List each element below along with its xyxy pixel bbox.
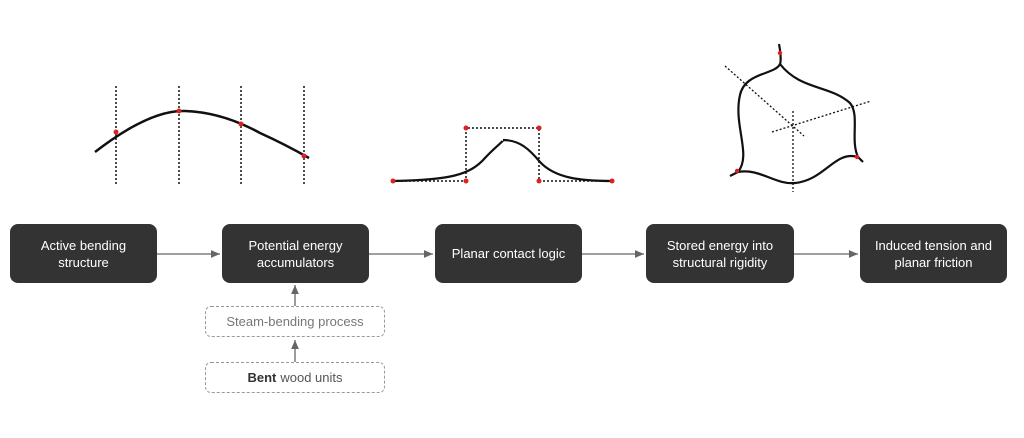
input-label: wood units [280, 370, 343, 385]
node-label: Planar contact logic [451, 246, 566, 261]
node-planar-contact-logic: Planar contact logic [435, 224, 582, 283]
input-steam-bending-process: Steam-bending process [205, 306, 385, 337]
node-label: Active bending structure [40, 237, 127, 270]
node-label: Induced tension and planar friction [874, 237, 993, 270]
stored-energy-shape-illustration [724, 43, 872, 192]
node-induced-tension: Induced tension and planar friction [860, 224, 1007, 283]
input-label: Steam-bending process [226, 314, 364, 329]
bending-curve-illustration [94, 86, 310, 184]
node-label: Stored energy into structural rigidity [666, 237, 774, 270]
contact-bump-illustration [390, 125, 615, 184]
node-stored-energy: Stored energy into structural rigidity [646, 224, 794, 283]
flow-arrows [157, 250, 858, 362]
input-label-bold: Bent [247, 370, 277, 385]
node-active-bending-structure: Active bending structure [10, 224, 157, 283]
node-potential-energy-accumulators: Potential energy accumulators [222, 224, 369, 283]
node-label: Potential energy accumulators [248, 237, 343, 270]
